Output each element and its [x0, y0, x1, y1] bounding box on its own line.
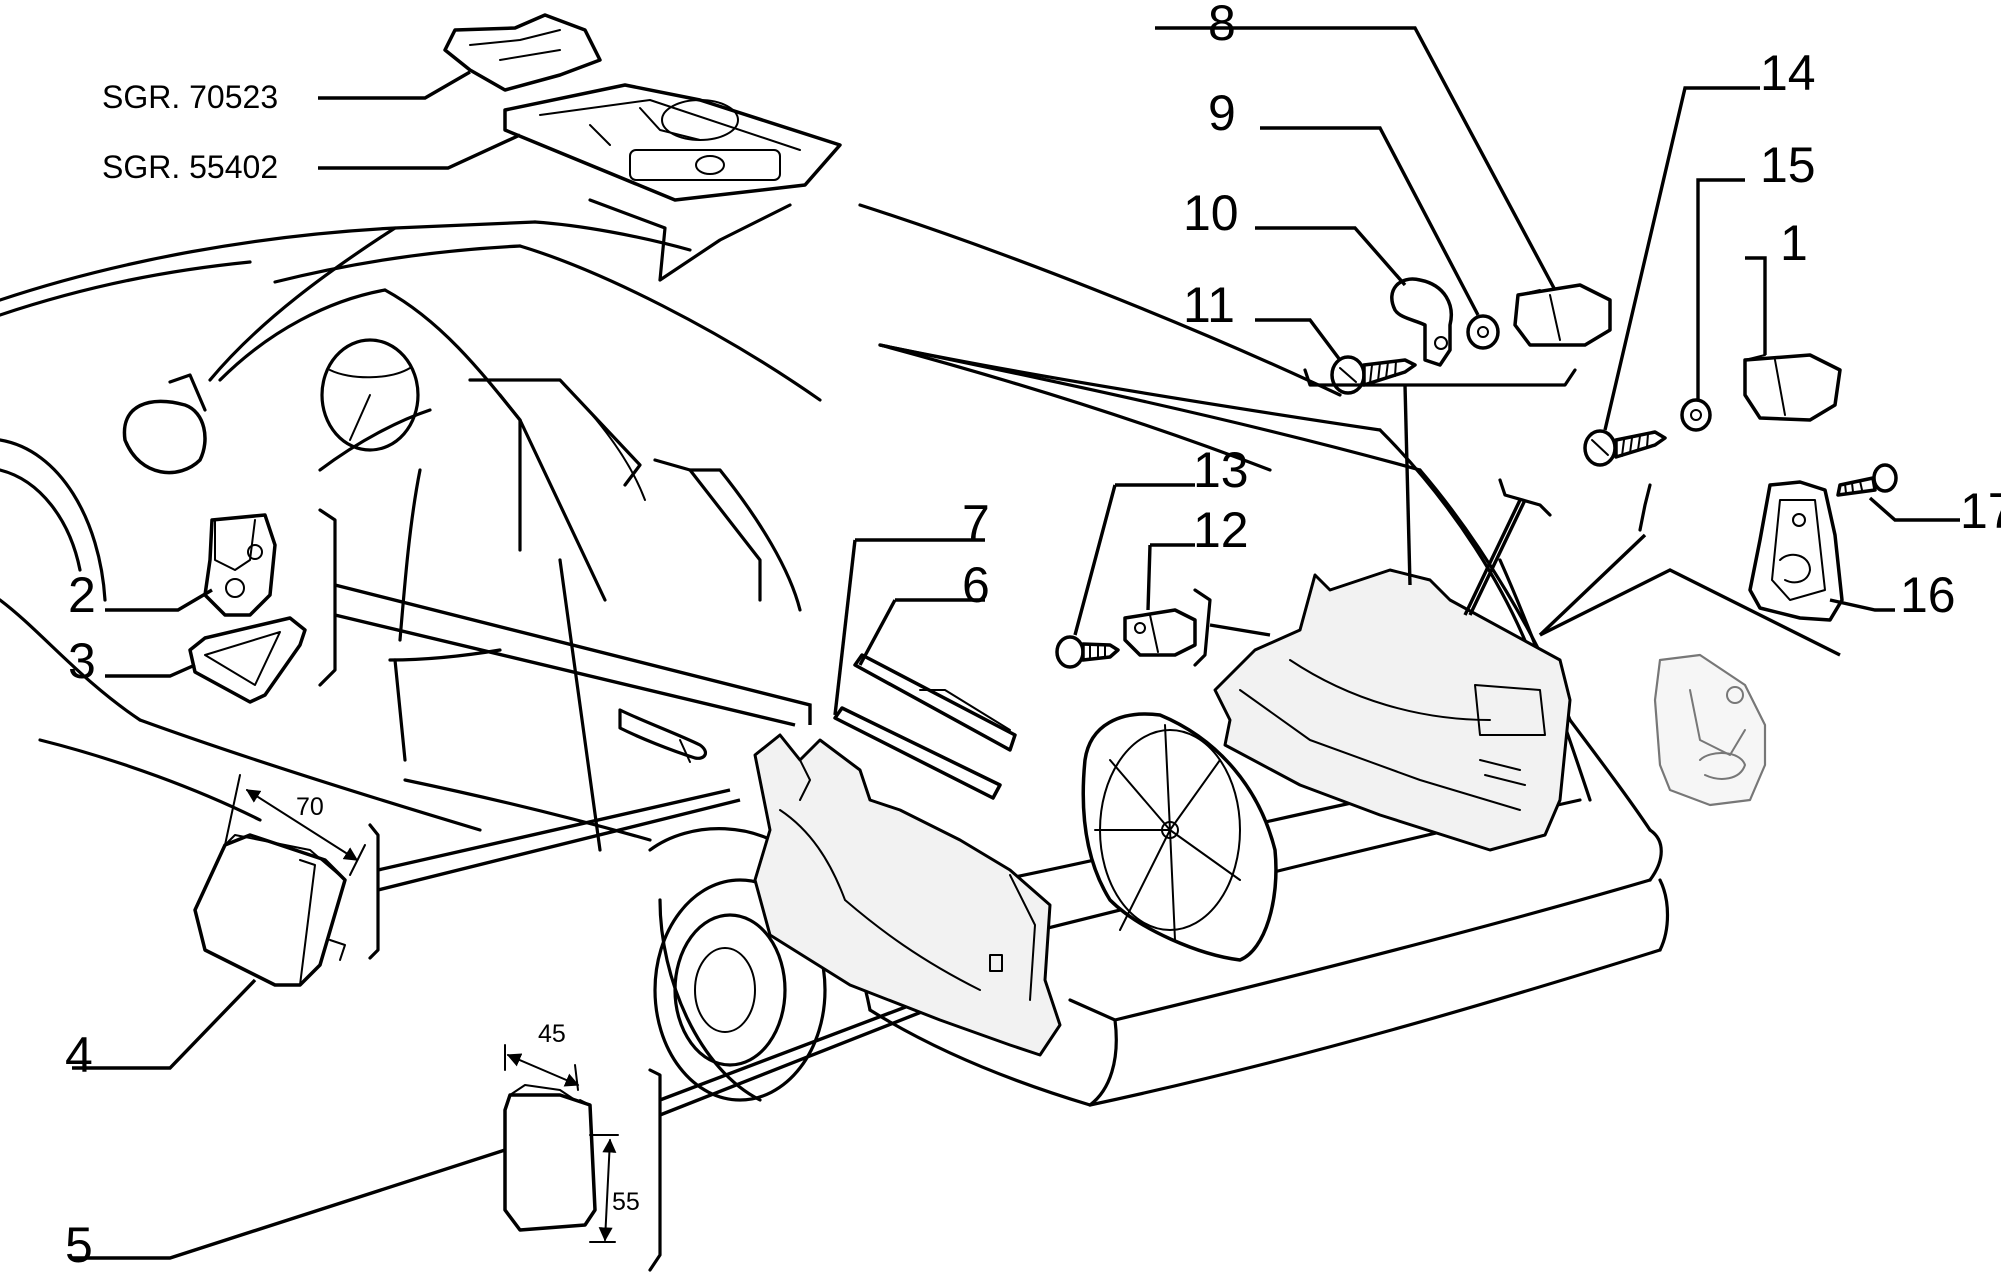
- callout-15: 15: [1760, 137, 1816, 193]
- callout-16-leader: [1829, 598, 1895, 612]
- ref-70523-leader: [318, 70, 471, 100]
- callout-11-leader: [1255, 318, 1342, 362]
- callout-12: 12: [1193, 502, 1249, 558]
- bracket-12-13: [1193, 588, 1212, 667]
- callout-14: 14: [1760, 45, 1816, 101]
- part-14-screw: [1583, 429, 1667, 467]
- bracket-8-11: [1303, 368, 1577, 387]
- dimension-55: [589, 1134, 619, 1243]
- callout-17: 17: [1960, 483, 2001, 539]
- bracket-14-15-stem: [1463, 499, 1522, 616]
- dimension-55-label: 55: [612, 1188, 640, 1216]
- bracket-4: [368, 823, 380, 960]
- bracket-8-11-stem: [1403, 384, 1412, 586]
- part-17-screw: [1836, 463, 1898, 497]
- ref-label-55402: SGR. 55402: [102, 149, 278, 185]
- callout-16: 16: [1900, 567, 1956, 623]
- callout-13: 13: [1193, 442, 1249, 498]
- callout-12-leader: [1146, 544, 1152, 611]
- dimension-70: [224, 774, 366, 876]
- callout-8-leader: [1255, 26, 1557, 291]
- part-12-nut: [1123, 608, 1197, 657]
- callout-7: 7: [962, 495, 990, 551]
- bracket-16-17: [1539, 568, 1841, 657]
- callout-10: 10: [1183, 185, 1239, 241]
- callout-1-leader: [1745, 256, 1767, 355]
- part-9-washer: [1466, 314, 1500, 350]
- dimension-45: [504, 1044, 580, 1091]
- callout-15-leader: [1696, 178, 1745, 400]
- bracket-4-leader: [377, 788, 731, 872]
- callout-8: 8: [1208, 0, 1236, 51]
- bracket-left-parts: [318, 508, 337, 687]
- part-1-stop: [1743, 353, 1842, 422]
- callout-3-leader: [105, 663, 196, 678]
- part-3-triangle-trim: [188, 616, 307, 704]
- bracket-2-3-leader: [334, 583, 812, 725]
- bracket-4-leader-b: [377, 798, 741, 892]
- callout-2-leader: [105, 588, 213, 612]
- part-4-lamp: [193, 833, 347, 987]
- ceiling-lamp-assembly: [443, 13, 842, 202]
- callout-7-leader: [833, 539, 857, 716]
- callout-1: 1: [1780, 215, 1808, 271]
- callout-5: 5: [65, 1217, 93, 1273]
- bracket-14-15-stem-b: [1468, 499, 1527, 616]
- right-trunk-lining: [1213, 568, 1572, 852]
- callout-14-leader: [1603, 86, 1760, 431]
- part-16-hook: [1748, 480, 1844, 622]
- part-13-screw: [1055, 635, 1120, 669]
- part-5-lamp: [503, 1084, 597, 1232]
- bracket-2-3-leader-b: [334, 613, 796, 727]
- spare-wheel-cover: [1081, 712, 1278, 962]
- bracket-12-13-leader: [1209, 623, 1271, 637]
- part-6-7-strips: [833, 653, 1017, 800]
- callout-13-leader: [1073, 484, 1117, 636]
- ref-55402-leader: [318, 133, 521, 170]
- part-16-silhouette: [1653, 653, 1767, 807]
- part-11-screw: [1330, 355, 1417, 395]
- part-10-strap: [1390, 277, 1453, 367]
- callout-5-leader: [72, 1148, 506, 1260]
- dimension-45-label: 45: [538, 1020, 566, 1048]
- car-body-outline: [0, 203, 1670, 1107]
- callout-6-leader: [858, 599, 897, 666]
- bracket-5: [648, 1068, 662, 1272]
- dimension-70-label: 70: [296, 793, 324, 821]
- left-trunk-lining: [753, 733, 1062, 1057]
- callout-10-leader: [1255, 226, 1407, 287]
- callout-4: 4: [65, 1027, 93, 1083]
- ceiling-lamp-bracket-line: [588, 198, 792, 282]
- callout-2: 2: [68, 567, 96, 623]
- bracket-1: [1638, 483, 1652, 532]
- callout-11: 11: [1183, 277, 1235, 333]
- part-8-stop: [1513, 283, 1612, 347]
- callout-9: 9: [1208, 85, 1236, 141]
- part-15-washer: [1680, 398, 1712, 432]
- callout-6: 6: [962, 557, 990, 613]
- ref-label-70523: SGR. 70523: [102, 79, 278, 115]
- bracket-14-15: [1498, 478, 1552, 517]
- callout-9-leader: [1260, 126, 1480, 316]
- part-2-clip: [203, 513, 277, 617]
- bracket-1-stem: [1538, 533, 1647, 637]
- callout-17-leader: [1868, 496, 1960, 522]
- callout-3: 3: [68, 633, 96, 689]
- callout-4-leader: [72, 978, 257, 1070]
